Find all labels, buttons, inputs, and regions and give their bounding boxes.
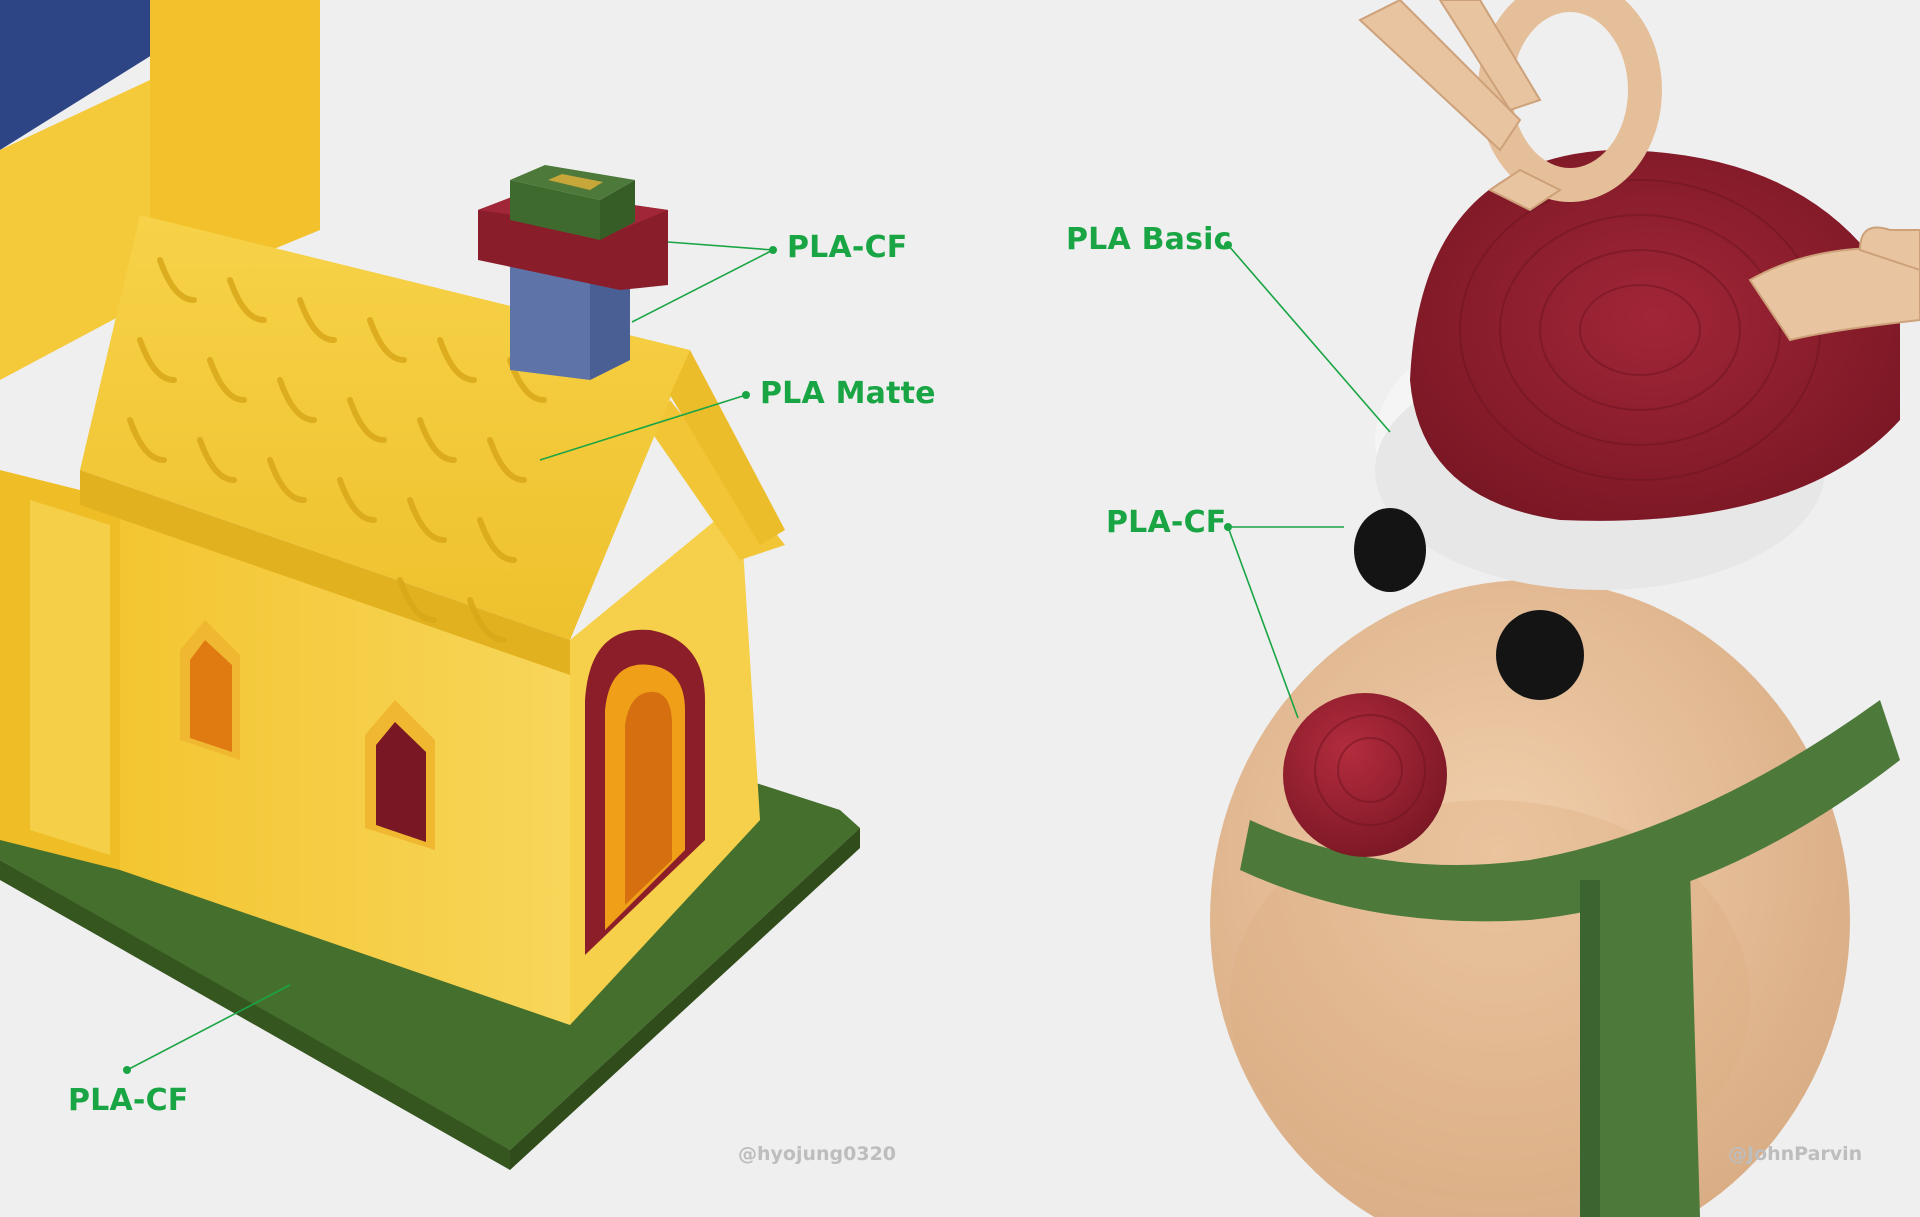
label-face-material: PLA-CF bbox=[1106, 505, 1227, 540]
label-chimney-material: PLA-CF bbox=[787, 230, 908, 265]
label-roof-material: PLA Matte bbox=[760, 376, 936, 411]
photo-credit-right: @JohnParvin bbox=[1728, 1143, 1863, 1165]
photo-credit-left: @hyojung0320 bbox=[738, 1143, 897, 1165]
label-hat-material: PLA Basic bbox=[1066, 222, 1232, 257]
reindeer-model bbox=[1210, 0, 1920, 1217]
house-model bbox=[0, 0, 860, 1170]
leader-lines bbox=[123, 241, 1391, 1074]
label-base-material: PLA-CF bbox=[68, 1083, 189, 1118]
